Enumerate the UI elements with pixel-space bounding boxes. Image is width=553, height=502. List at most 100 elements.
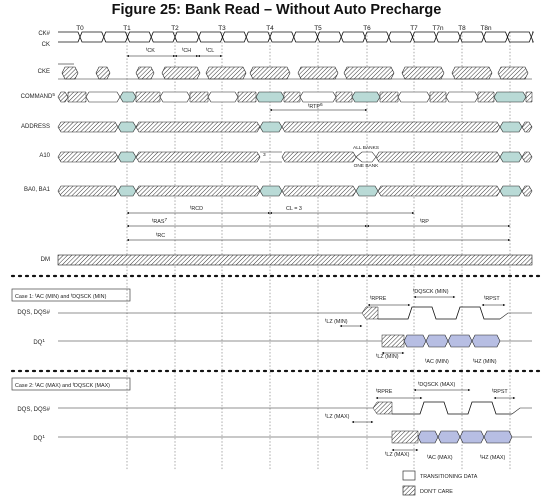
timing-tch: tCH: [182, 47, 191, 55]
tick-t8: T8: [458, 25, 466, 32]
command-dontcare-9: [525, 91, 533, 103]
case2-tlz: tLZ (MAX): [325, 413, 350, 421]
ba-cell-4: [281, 185, 357, 197]
command-dontcare-4: [283, 91, 301, 103]
case1-dq-data-1: [425, 334, 449, 348]
address-cell-2: [135, 121, 261, 133]
a10-cell-6: [521, 151, 533, 163]
command-dontcare-0: [67, 91, 87, 103]
a10-cell-2: [135, 151, 261, 163]
address-cell-3: [259, 121, 283, 133]
timing-trcd: tRCD: [190, 205, 203, 213]
address-cell-1: [117, 121, 137, 133]
a10-one-bank: ONE BANK: [354, 163, 380, 169]
timing-tck: tCK: [146, 47, 155, 55]
command-dontcare-6: [379, 91, 399, 103]
cke-cell-7: [343, 66, 395, 80]
case2-tlz-bottom: tLZ (MAX): [385, 451, 410, 459]
case2-dqs-hiz-right: [511, 407, 532, 415]
cke-cell-9: [451, 66, 493, 80]
a10-all-banks: ALL BANKS: [353, 145, 379, 151]
signal-label-cke: CKE: [38, 69, 50, 75]
a10-cell-1: [117, 151, 137, 163]
a10-cell-4: [375, 151, 501, 163]
legend-transitioning-swatch: [402, 470, 416, 481]
command-cell-0: [57, 91, 69, 103]
case2-label: Case 2: tAC (MAX) and tDQSCK (MAX): [15, 382, 110, 390]
command-cell-7: [351, 91, 381, 103]
legend-dont-care-label: DON’T CARE: [420, 489, 453, 495]
ba-cell-5: [355, 185, 379, 197]
ba-cell-7: [499, 185, 523, 197]
case1-tlz-bottom: tLZ (MIN): [376, 353, 399, 361]
legend-transitioning-label: TRANSITIONING DATA: [420, 474, 478, 480]
command-cell-10: [493, 91, 527, 103]
ck-hash-waveform: [58, 31, 534, 43]
ba-cell-3: [259, 185, 283, 197]
cke-cell-2: [135, 66, 155, 80]
cke-cell-4: [205, 66, 247, 80]
ba-cell-8: [521, 185, 533, 197]
case2-tdqsck: tDQSCK (MAX): [418, 381, 455, 389]
case1-label: Case 1: tAC (MIN) and tDQSCK (MIN): [15, 293, 107, 301]
timing-trp: tRP: [420, 218, 429, 226]
case1-tdqsck: tDQSCK (MIN): [413, 288, 449, 296]
waveforms: [57, 31, 534, 470]
case2-dqs-toggle: [392, 401, 512, 415]
tick-t3: T3: [218, 25, 226, 32]
case1-dq-data-3: [471, 334, 501, 348]
cke-cell-8: [401, 66, 445, 80]
address-cell-4: [281, 121, 501, 133]
signal-label-dqs-case1: DQS, DQS#: [17, 310, 50, 316]
timing-tras: tRAS7: [152, 217, 167, 225]
address-cell-0: [57, 121, 119, 133]
signal-label-ck: CK: [42, 42, 50, 48]
cke-cell-0: [61, 66, 79, 80]
case2-dq-data-2: [459, 430, 485, 444]
case2-dq-transition: [391, 430, 419, 444]
case1-dq-transition: [381, 334, 405, 348]
ba-cell-2: [135, 185, 261, 197]
command-cell-2: [119, 91, 137, 103]
signal-label-command: COMMAND5: [21, 92, 56, 100]
case2-dqs-preamble-transition: [372, 401, 393, 415]
command-dontcare-8: [477, 91, 495, 103]
command-cell-3: [159, 91, 191, 103]
command-dontcare-5: [335, 91, 353, 103]
command-dontcare-2: [189, 91, 209, 103]
case1-box: [11, 288, 131, 302]
case2-dq-data-1: [437, 430, 461, 444]
signal-label-dm: DM: [41, 257, 50, 263]
a10-one-bank-mark: [355, 156, 377, 163]
case1-dqs-hiz-right: [499, 312, 532, 320]
case1-trpst: tRPST: [484, 295, 500, 303]
cke-cell-3: [161, 66, 201, 80]
tick-t0: T0: [76, 25, 84, 32]
address-cell-6: [521, 121, 533, 133]
cke-cell-1: [95, 66, 111, 80]
command-cell-5: [255, 91, 285, 103]
case2-trpre: tRPRE: [376, 388, 393, 396]
tick-t7: T7: [410, 25, 418, 32]
case1-dqs-toggle: [378, 306, 500, 320]
legend-dont-care-swatch: [402, 485, 416, 496]
case2-tac: tAC (MAX): [427, 454, 453, 462]
command-dontcare-1: [135, 91, 161, 103]
timing-cl: CL = 3: [286, 206, 302, 212]
cke-cell-6: [297, 66, 339, 80]
tick-t6: T6: [363, 25, 371, 32]
command-cell-6: [299, 91, 337, 103]
ba-cell-1: [117, 185, 137, 197]
ba-cell-0: [57, 185, 119, 197]
tick-t2: T2: [171, 25, 179, 32]
signal-label-dq-case2: DQ1: [33, 434, 45, 442]
signal-label-address: ADDRESS: [21, 124, 50, 130]
case2-dq-data-0: [417, 430, 439, 444]
case2-box: [11, 377, 131, 391]
ba-cell-6: [377, 185, 501, 197]
case1-trpre: tRPRE: [370, 295, 387, 303]
a10-all-banks-mark: [355, 151, 377, 158]
figure-title: Figure 25: Bank Read – Without Auto Prec…: [111, 2, 442, 18]
case2-thz: tHZ (MAX): [480, 454, 506, 462]
